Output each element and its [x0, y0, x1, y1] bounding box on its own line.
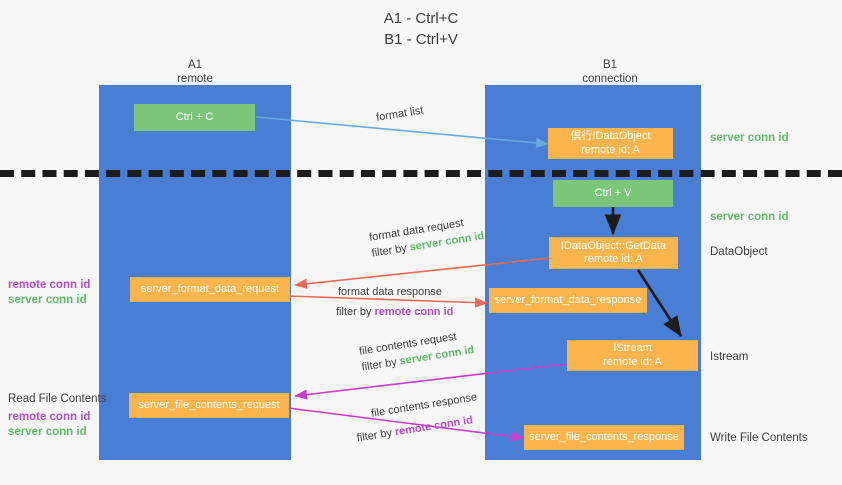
left-label-remote-conn-id-1: remote conn id: [8, 279, 91, 291]
box-idataobject-getdata[interactable]: IDataObject::GetData remote id: A: [549, 237, 678, 269]
edge-label-file-contents-request: file contents request filter by server c…: [358, 326, 475, 375]
filter-prefix: filter by: [336, 306, 375, 318]
box-idataobject-top-line1: 倶行IDataObject: [570, 130, 651, 142]
filter-prefix: filter by: [370, 241, 411, 260]
right-label-dataobject: DataObject: [710, 246, 768, 258]
box-ctrl-v-line1: Ctrl + V: [594, 186, 632, 199]
lane-header-b1: B1 connection: [530, 58, 690, 86]
box-server-file-contents-response-line1: server_file_contents_response: [529, 430, 679, 443]
box-server-file-contents-request[interactable]: server_file_contents_request: [129, 393, 289, 418]
right-label-server-conn-id-2: server conn id: [710, 211, 789, 223]
filter-prefix: filter by: [355, 426, 396, 445]
edge-label-format-data-response-title: format data response: [338, 286, 442, 298]
right-label-istream: Istream: [710, 351, 749, 363]
diagram-title: A1 - Ctrl+C B1 - Ctrl+V: [0, 8, 842, 50]
phase-divider: [0, 170, 842, 177]
right-label-write-file-contents: Write File Contents: [710, 432, 808, 444]
box-istream-line1: IStream: [613, 342, 652, 354]
box-server-format-data-response[interactable]: server_format_data_response: [489, 288, 647, 313]
lane-header-b1-subtitle: connection: [582, 73, 638, 85]
lane-header-b1-title: B1: [602, 59, 618, 71]
box-ctrl-v[interactable]: Ctrl + V: [553, 180, 673, 207]
edge-label-file-contents-response: file contents response filter by remote …: [356, 389, 482, 444]
filter-key-remote-conn-id: remote conn id: [374, 306, 454, 318]
box-ctrl-c[interactable]: Ctrl + C: [134, 104, 255, 131]
lane-header-a1-title: A1: [187, 59, 203, 71]
edge-label-format-list: format list: [375, 103, 425, 126]
box-server-file-contents-response[interactable]: server_file_contents_response: [524, 425, 684, 450]
filter-prefix: filter by: [360, 355, 401, 374]
box-server-format-data-request-line1: server_format_data_request: [140, 282, 280, 295]
left-label-read-file-contents: Read File Contents: [8, 393, 107, 405]
box-server-file-contents-request-line1: server_file_contents_request: [138, 398, 280, 411]
left-label-group-2: Read File Contents remote conn id server…: [8, 392, 106, 440]
box-server-format-data-request[interactable]: server_format_data_request: [130, 277, 290, 302]
lane-header-a1: A1 remote: [115, 58, 275, 86]
left-label-group-1: remote conn id server conn id: [8, 278, 90, 308]
box-idataobject-getdata-line1: IDataObject::GetData: [560, 239, 667, 252]
lane-header-a1-subtitle: remote: [177, 73, 213, 85]
box-istream[interactable]: IStream remote id: A: [567, 340, 698, 371]
box-idataobject-top-line2: remote id: A: [581, 143, 640, 156]
title-line-1: A1 - Ctrl+C: [383, 10, 459, 27]
edge-label-format-list-text: format list: [375, 104, 425, 124]
right-label-server-conn-id-1: server conn id: [710, 132, 789, 144]
box-server-format-data-response-line1: server_format_data_response: [494, 293, 642, 306]
box-idataobject-getdata-line2: remote id: A: [584, 253, 643, 265]
left-label-server-conn-id-1: server conn id: [8, 294, 87, 306]
box-idataobject-top[interactable]: 倶行IDataObject remote id: A: [548, 128, 673, 159]
edge-label-format-data-request: format data request filter by server con…: [368, 212, 485, 261]
box-istream-line2: remote id: A: [603, 355, 662, 368]
filter-key-remote-conn-id: remote conn id: [394, 414, 474, 439]
left-label-server-conn-id-2: server conn id: [8, 426, 87, 438]
title-line-2: B1 - Ctrl+V: [384, 31, 458, 48]
box-ctrl-c-line1: Ctrl + C: [175, 110, 214, 123]
edge-label-format-data-response: format data response filter by remote co…: [336, 284, 453, 320]
left-label-remote-conn-id-2: remote conn id: [8, 411, 91, 423]
edge-label-format-data-response-filter: filter by remote conn id: [336, 304, 453, 320]
